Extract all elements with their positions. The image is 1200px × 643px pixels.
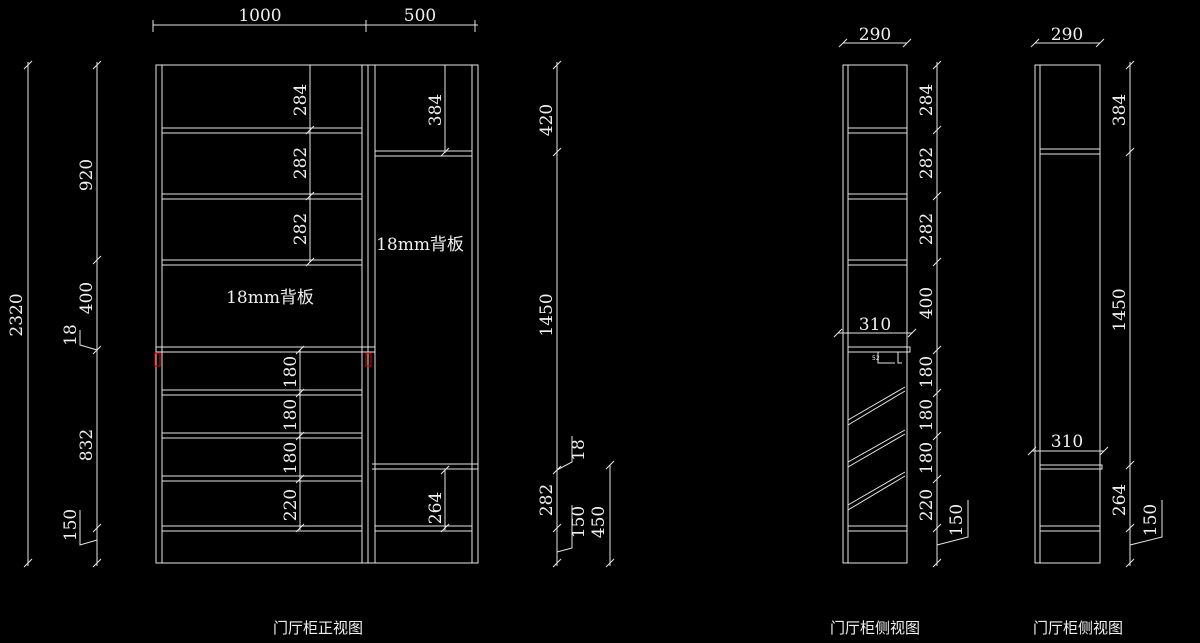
dim-label: 282 [917, 147, 937, 179]
dim-label: 284 [291, 84, 311, 116]
dim-shelf-depth: 310 [859, 315, 891, 335]
front-left-shelves [156, 127, 375, 532]
dim-label: 1450 [1110, 288, 1130, 331]
dim-label: 264 [426, 492, 446, 524]
dim-label: 180 [917, 399, 937, 431]
front-view-caption: 门厅柜正视图 [273, 619, 363, 637]
dim-width: 290 [859, 25, 891, 45]
dim-label: 384 [1110, 94, 1130, 126]
dim-label: 18 [569, 439, 589, 461]
side-view-2: 290 310 384 1450 264 150 门厅柜侧视图 [1027, 25, 1163, 637]
front-right-shelves [372, 150, 478, 532]
dim-width: 290 [1051, 25, 1083, 45]
dim-label: 180 [917, 442, 937, 474]
dim-label: 282 [291, 213, 311, 245]
dim-label: 52 [872, 355, 880, 362]
front-view: 18mm背板 18mm背板 1000 500 2320 920 400 18 8… [7, 6, 615, 637]
dim-label: 920 [77, 159, 97, 191]
dim-label: 180 [281, 356, 301, 388]
dim-label: 384 [426, 94, 446, 126]
dim-width-left: 1000 [238, 6, 281, 26]
dim-label: 832 [77, 429, 97, 461]
dim-width-right: 500 [404, 6, 436, 26]
side-view-2-caption: 门厅柜侧视图 [1033, 619, 1123, 637]
dim-label: 150 [1141, 504, 1161, 536]
dim-label: 284 [917, 84, 937, 116]
dim-total-height: 2320 [7, 293, 27, 336]
dim-label: 180 [281, 442, 301, 474]
dim-label: 264 [1110, 484, 1130, 516]
dim-shelf-depth: 310 [1051, 432, 1083, 452]
dim-label: 220 [917, 489, 937, 521]
dim-label: 180 [917, 356, 937, 388]
dim-label: 400 [77, 282, 97, 314]
dim-label: 420 [537, 104, 557, 136]
back-panel-label: 18mm背板 [226, 288, 314, 308]
hinge-marker [365, 352, 372, 367]
dim-label: 18 [61, 324, 81, 346]
side-view-1: 52 290 310 284 282 282 400 180 180 180 2… [830, 25, 969, 637]
hook-icon [877, 352, 902, 364]
dim-label: 282 [291, 147, 311, 179]
dim-label: 150 [61, 509, 81, 541]
dim-label: 150 [569, 506, 589, 538]
dim-label: 400 [917, 287, 937, 319]
dim-label: 150 [947, 504, 967, 536]
hinge-marker [154, 352, 161, 367]
dim-label: 282 [917, 213, 937, 245]
dim-label: 180 [281, 399, 301, 431]
dim-label: 450 [589, 506, 609, 538]
dim-label: 220 [281, 489, 301, 521]
dim-label: 282 [537, 484, 557, 516]
dim-label: 1450 [537, 293, 557, 336]
back-panel-label: 18mm背板 [376, 235, 464, 255]
side-view-1-caption: 门厅柜侧视图 [830, 619, 920, 637]
